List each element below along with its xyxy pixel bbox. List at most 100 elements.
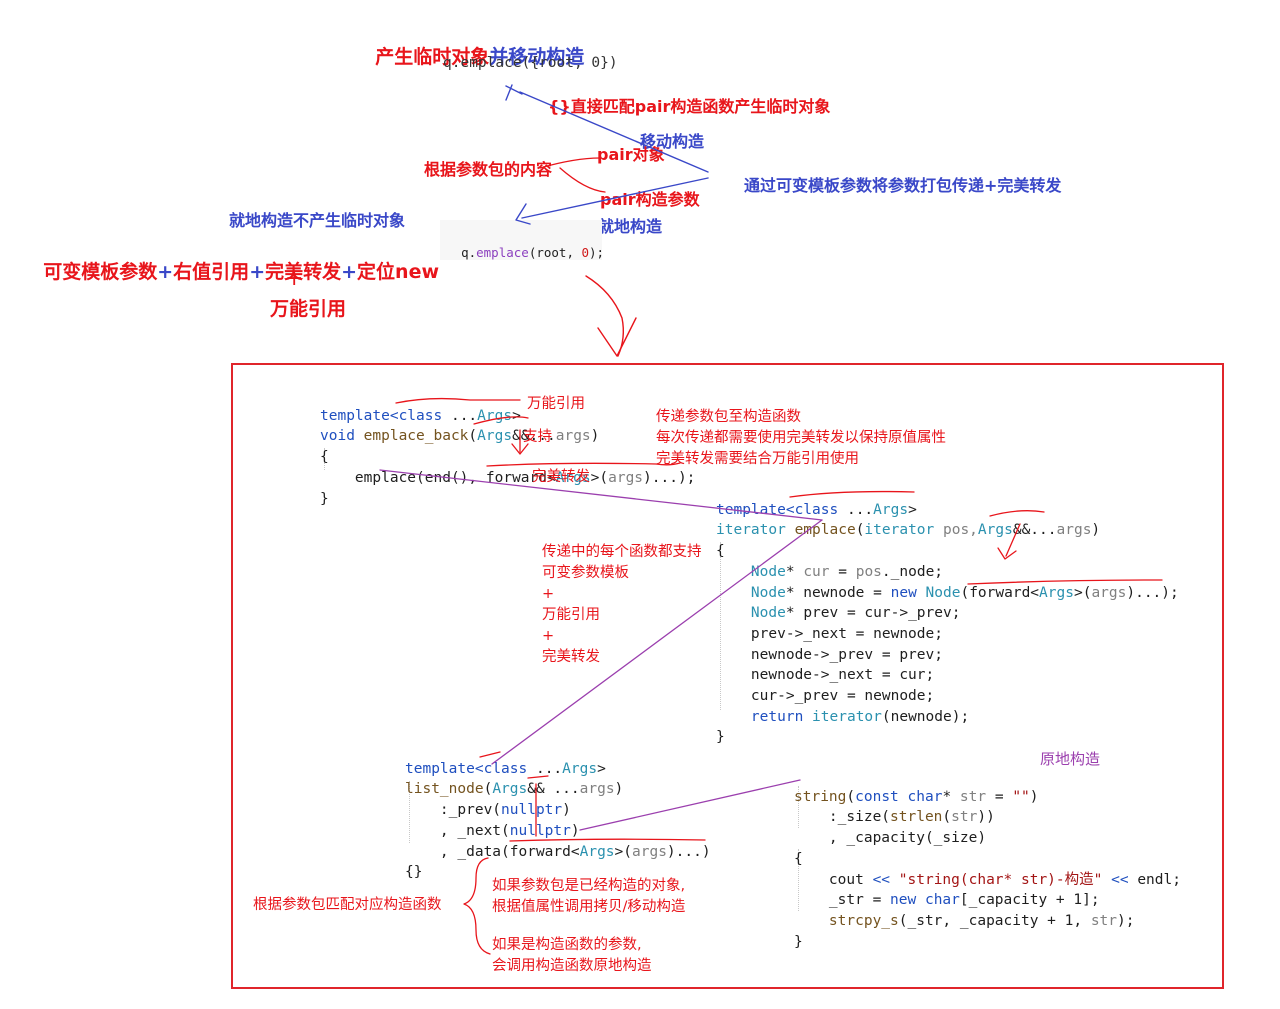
branch-line: 如果参数包是已经构造的对象, — [492, 878, 686, 894]
code-line: template<class ...Args> — [320, 407, 521, 424]
inplace-no-temp-label: 就地构造不产生临时对象 — [229, 211, 406, 230]
code-line: } — [716, 729, 725, 746]
chain-line: + — [542, 586, 555, 602]
code-line: newnode->_next = cur; — [750, 667, 935, 684]
arrow-head — [597, 317, 637, 357]
move-construct-label: 移动构造 — [640, 132, 705, 151]
code-emplace-inplace: q.emplace(root, 0); — [461, 245, 605, 260]
code-line: template<class ...Args> — [405, 760, 606, 777]
underline-forward2 — [967, 579, 1163, 585]
underline-template3 — [479, 751, 501, 758]
note-line: 完美转发需要结合万能引用使用 — [656, 451, 859, 467]
code-line: _str = new char[_capacity + 1]; — [828, 892, 1100, 909]
universal-ref-small: 万能引用 — [527, 396, 585, 412]
code-line: cur->_prev = newnode; — [750, 688, 935, 705]
code-line: , _data(forward<Args>(args)...) — [439, 843, 711, 860]
note-line: 传递参数包至构造函数 — [656, 409, 801, 425]
code-line: , _next(nullptr) — [439, 822, 580, 839]
indent-guide — [324, 448, 325, 470]
underline-template — [395, 397, 521, 404]
detail-frame — [231, 363, 1224, 989]
code-line: { — [716, 543, 725, 560]
universal-ref-big: 万能引用 — [270, 298, 347, 320]
indent-guide — [798, 849, 799, 911]
pair-args-label: pair构造参数 — [600, 190, 700, 209]
inplace-label: 就地构造 — [598, 217, 663, 236]
match-note: 根据参数包匹配对应构造函数 — [253, 897, 442, 913]
notes-right: 传递参数包至构造函数每次传递都需要使用完美转发以保持原值属性完美转发需要结合万能… — [656, 386, 946, 491]
brace — [463, 857, 491, 955]
arrow-head — [511, 443, 529, 455]
code-line: emplace(end(), forward<Args>(args)...); — [354, 469, 696, 486]
code-line: { — [794, 850, 803, 867]
underline-args2 — [989, 510, 1045, 517]
code-line: cout << "string(char* str)-构造" << endl; — [828, 871, 1181, 888]
code-line: template<class ...Args> — [716, 501, 917, 518]
code-line: Node* newnode = new Node(forward<Args>(a… — [750, 584, 1179, 601]
branch-line: 如果是构造函数的参数, — [492, 937, 642, 953]
curve-pair-object — [539, 157, 601, 169]
code-line: iterator emplace(iterator pos,Args&&...a… — [716, 522, 1101, 539]
underline-template2 — [789, 490, 915, 498]
chain-line: 完美转发 — [542, 649, 600, 665]
big-down-arrow — [585, 275, 625, 357]
chain-line: 万能引用 — [542, 607, 600, 623]
underline-args — [473, 416, 529, 425]
branch-line: 会调用构造函数原地构造 — [492, 958, 652, 974]
code-line: } — [320, 490, 329, 507]
chain-notes: 传递中的每个函数都支持可变参数模板+万能引用+完美转发 — [542, 521, 702, 689]
connector-emplace-back-emplace — [379, 469, 823, 521]
indent-guide — [798, 786, 799, 828]
underline-args3 — [527, 775, 549, 779]
indent-guide — [409, 781, 410, 843]
underline-forward3 — [509, 838, 706, 842]
arrow-move-construct — [519, 91, 709, 173]
note-line: 每次传递都需要使用完美转发以保持原值属性 — [656, 430, 946, 446]
chain-line: + — [542, 628, 555, 644]
inplace-purple-label: 原地构造 — [1040, 750, 1101, 768]
code-line: strcpy_s(_str, _capacity + 1, str); — [828, 912, 1135, 929]
code-string-ctor: string(const char* str = "") :_size(strl… — [794, 766, 1181, 952]
code-list-node: template<class ...Args> list_node(Args&&… — [405, 738, 711, 883]
code-line: void emplace_back(Args&&...args) — [320, 428, 600, 445]
code-line: string(const char* str = "") — [794, 788, 1039, 805]
indent-guide — [720, 542, 721, 710]
code-line: newnode->_prev = prev; — [750, 646, 943, 663]
connector-emplace-list-node — [491, 519, 823, 765]
branch-copy-move: 如果参数包是已经构造的对象, 根据值属性调用拷贝/移动构造 — [492, 855, 685, 939]
code-emplace: template<class ...Args> iterator emplace… — [716, 479, 1179, 748]
code-line: :_prev(nullptr) — [439, 802, 571, 819]
support-label: 支持 — [523, 429, 552, 445]
code-emplace-inplace-box — [440, 220, 602, 260]
code-emplace-brace: q.emplace({root, 0}) — [443, 55, 618, 71]
pair-object-label: pair对象 — [597, 145, 665, 164]
branch-inplace: 如果是构造函数的参数, 会调用构造函数原地构造 — [492, 914, 652, 998]
arrow-head — [515, 203, 531, 225]
code-line: return iterator(newnode); — [750, 708, 970, 725]
arrow-inplace — [521, 177, 709, 219]
arrow-head — [505, 84, 523, 101]
code-line: Node* cur = pos._node; — [750, 563, 944, 580]
connector-list-node-string — [579, 779, 801, 831]
formula: 可变模板参数+右值引用+完美转发+定位new — [43, 261, 440, 283]
title-red: 产生临时对象 — [375, 46, 490, 68]
code-line: list_node(Args&& ...args) — [405, 781, 624, 798]
perfect-forward-small: 完美转发 — [532, 469, 590, 485]
code-line: Node* prev = cur->_prev; — [750, 605, 961, 622]
arrow-head — [997, 547, 1017, 560]
title-blue: 并移动构造 — [489, 46, 585, 68]
forward-note: 通过可变模板参数将参数打包传递+完美转发 — [744, 176, 1062, 195]
code-line: { — [320, 449, 329, 466]
code-line: :_size(strlen(str)) — [828, 809, 995, 826]
underline-forward — [486, 462, 681, 467]
arrow-forward2 — [1005, 523, 1021, 557]
curve-pair-args — [559, 167, 606, 193]
plus-sign: + — [285, 266, 304, 291]
code-line: , _capacity(_size) — [828, 830, 987, 847]
code-line: } — [794, 933, 803, 950]
branch-line: 根据值属性调用拷贝/移动构造 — [492, 899, 686, 915]
by-pack-content-label: 根据参数包的内容 — [424, 160, 553, 179]
code-line: prev->_next = newnode; — [750, 625, 943, 642]
code-line: {} — [405, 864, 423, 881]
